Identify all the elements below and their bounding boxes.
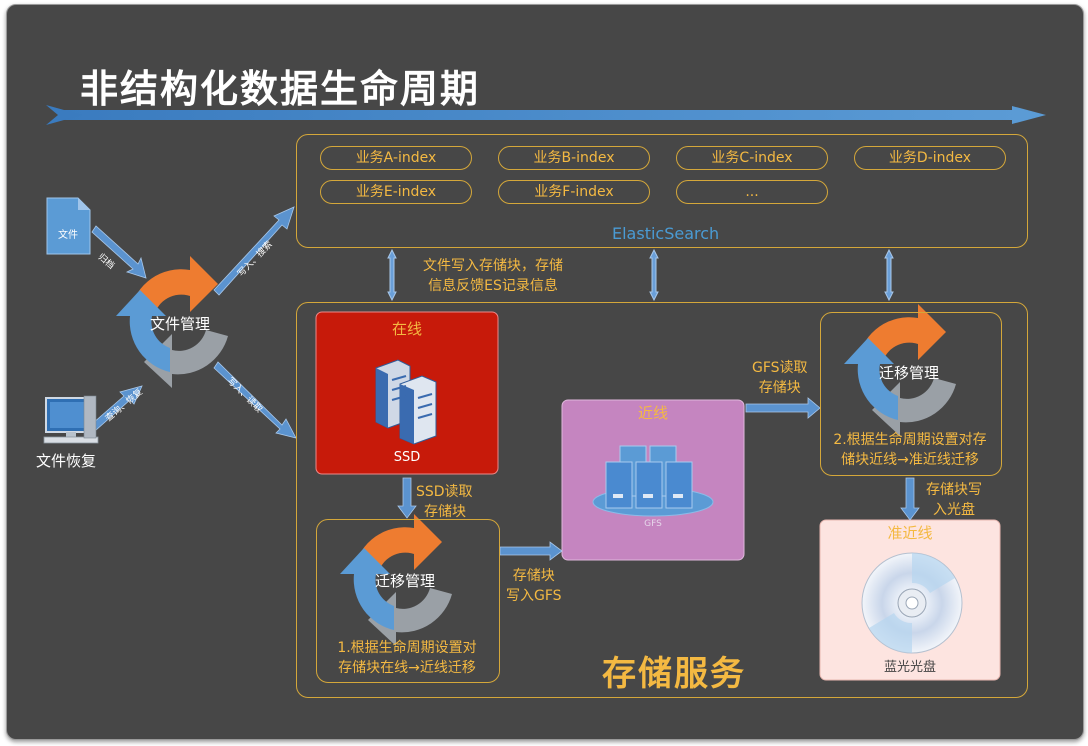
write-disc-note: 存储块写 入光盘 [926, 480, 982, 520]
migrate1-line2: 存储块在线→近线迁移 [338, 660, 476, 676]
write-gfs-line1: 存储块 [512, 568, 555, 584]
ssd-read-line1: SSD读取 [416, 484, 473, 500]
write-gfs-line2: 写入GFS [506, 588, 562, 604]
migrate2-line2: 储块近线→准近线迁移 [841, 452, 979, 468]
es-note-line2: 信息反馈ES记录信息 [428, 278, 558, 294]
lifecycle-arrow [46, 105, 1046, 125]
page-title: 非结构化数据生命周期 [80, 67, 481, 111]
migrate2-title: 迁移管理 [878, 364, 939, 382]
cycle-icon-migrate2 [844, 304, 956, 436]
migrate1-note: 1.根据生命周期设置对 存储块在线→近线迁移 [316, 638, 498, 678]
es-note: 文件写入存储块，存储 信息反馈ES记录信息 [408, 256, 578, 296]
es-storage-arrows [387, 248, 894, 302]
write-disc-line2: 入光盘 [933, 502, 975, 518]
document-icon [46, 197, 91, 255]
file-mgmt-label: 文件管理 [149, 315, 210, 333]
ssd-read-note: SSD读取 存储块 [416, 482, 473, 522]
nearline-device-label: GFS [644, 519, 662, 529]
cycle-icon-migrate1 [340, 514, 452, 646]
migrate1-box [316, 519, 500, 683]
elasticsearch-box [296, 134, 1028, 248]
gfs-cluster-icon [592, 445, 714, 517]
migrate1-title: 迁移管理 [374, 572, 435, 590]
online-title: 在线 [391, 320, 422, 338]
migrate2-line1: 2.根据生命周期设置对存 [833, 432, 987, 448]
file-doc-label: 文件 [58, 230, 78, 241]
quasi-device-label: 蓝光光盘 [883, 660, 936, 675]
migrate2-note: 2.根据生命周期设置对存 储块近线→准近线迁移 [820, 430, 1000, 470]
online-device-label: SSD [393, 450, 421, 465]
quasi-nearline-title: 准近线 [887, 524, 933, 542]
es-index-d: 业务D-index [854, 146, 1006, 170]
es-index-c: 业务C-index [676, 146, 828, 170]
left-flow-arrows [91, 206, 297, 439]
es-index-f: 业务F-index [498, 180, 650, 204]
write-gfs-note: 存储块 写入GFS [506, 566, 562, 606]
gfs-read-line2: 存储块 [758, 380, 801, 396]
disc-icon [861, 552, 963, 654]
es-index-more: ... [676, 180, 828, 204]
migrate2-box [820, 312, 1002, 476]
migrate1-line1: 1.根据生命周期设置对 [337, 640, 477, 656]
write-disc-line1: 存储块写 [926, 482, 982, 498]
computer-icon [43, 395, 99, 444]
es-index-a: 业务A-index [320, 146, 472, 170]
nearline-title: 近线 [637, 404, 668, 422]
es-label: ElasticSearch [612, 224, 720, 243]
storage-service-box [296, 302, 1028, 698]
gfs-read-line1: GFS读取 [752, 360, 808, 376]
es-index-e: 业务E-index [320, 180, 472, 204]
gfs-read-note: GFS读取 存储块 [752, 358, 808, 398]
file-recover-label: 文件恢复 [36, 452, 97, 470]
storage-flow-arrows [397, 397, 920, 561]
es-note-line1: 文件写入存储块，存储 [423, 258, 563, 274]
server-icon [375, 359, 437, 445]
ssd-read-line2: 存储块 [424, 504, 466, 520]
storage-service-label: 存储服务 [602, 654, 746, 694]
es-index-b: 业务B-index [498, 146, 650, 170]
cycle-icon-file [116, 256, 228, 388]
